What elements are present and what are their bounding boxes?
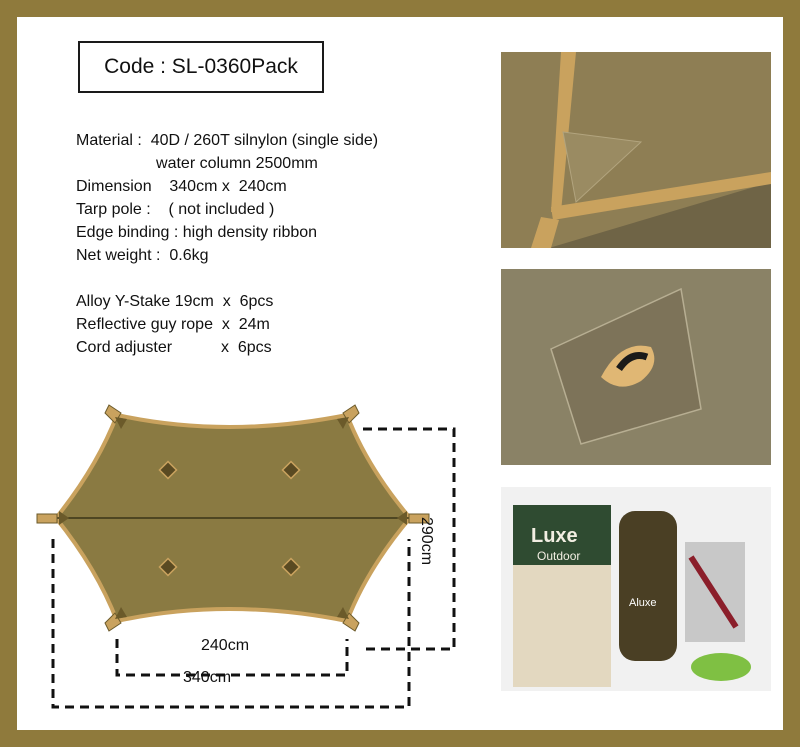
product-code-box: Code : SL-0360Pack: [78, 41, 324, 93]
bag-brand-text: Aluxe: [629, 597, 657, 609]
spec-edge-binding: Edge binding : high density ribbon: [76, 224, 318, 241]
box-sub-text: Outdoor: [537, 549, 581, 563]
accessory-cord-adjuster: Cord adjuster x 6pcs: [76, 339, 272, 356]
product-code: Code : SL-0360Pack: [104, 55, 298, 78]
box-brand-text: Luxe: [531, 525, 578, 547]
accessory-y-stake: Alloy Y-Stake 19cm x 6pcs: [76, 293, 274, 310]
height-dimension-label: 290cm: [418, 517, 435, 566]
accessory-guy-rope: Reflective guy rope x 24m: [76, 316, 270, 333]
spec-material: Material : 40D / 260T silnylon (single s…: [76, 132, 379, 149]
spec-dimension: Dimension 340cm x 240cm: [76, 178, 287, 195]
spec-tarp-pole: Tarp pole : ( not included ): [76, 201, 275, 218]
dimension-lines: [51, 427, 456, 709]
tarp-corner-photo: [501, 52, 771, 248]
outer-width-dimension-label: 340cm: [183, 669, 232, 686]
tarp-dimension-diagram: [36, 404, 456, 709]
tarp-reinforcement-patch-photo: [501, 269, 771, 465]
corner-patches: [59, 417, 407, 619]
spec-water-column: water column 2500mm: [76, 155, 318, 172]
package-contents-photo: Luxe Outdoor Aluxe: [501, 487, 771, 691]
product-sheet: Code : SL-0360Pack Material : 40D / 260T…: [17, 17, 783, 730]
tie-out-loops: [158, 460, 301, 577]
spec-net-weight: Net weight : 0.6kg: [76, 247, 209, 264]
inner-width-dimension-label: 240cm: [201, 637, 250, 654]
